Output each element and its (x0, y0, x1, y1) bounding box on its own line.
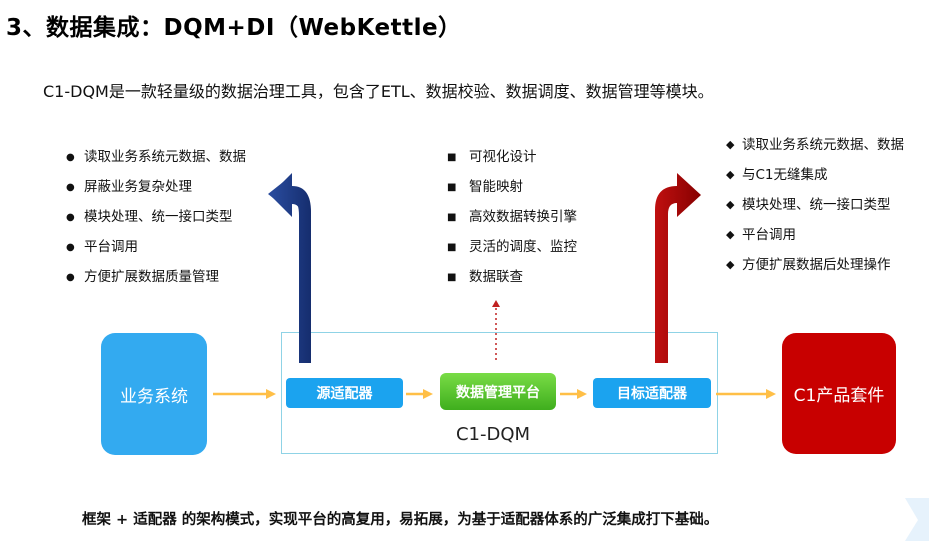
container-label: C1-DQM (455, 424, 531, 445)
data-management-platform-node: 数据管理平台 (440, 373, 556, 410)
source-adapter-features: 读取业务系统元数据、数据 屏蔽业务复杂处理 模块处理、统一接口类型 平台调用 方… (66, 142, 246, 292)
list-item: 数据联查 (447, 262, 577, 292)
list-item: 模块处理、统一接口类型 (726, 190, 904, 220)
list-item: 读取业务系统元数据、数据 (726, 130, 904, 160)
list-item: 智能映射 (447, 172, 577, 202)
target-adapter-up-arrow (655, 173, 701, 363)
list-item: 方便扩展数据后处理操作 (726, 250, 904, 280)
flow-arrows (213, 389, 776, 399)
business-system-node: 业务系统 (101, 333, 207, 455)
c1-product-suite-node: C1产品套件 (782, 333, 896, 454)
page-title: 3、数据集成：DQM+DI（WebKettle） (6, 15, 462, 41)
list-item: 模块处理、统一接口类型 (66, 202, 246, 232)
page-subtitle: C1-DQM是一款轻量级的数据治理工具，包含了ETL、数据校验、数据调度、数据管… (43, 82, 714, 101)
platform-dotted-arrow-head (492, 300, 500, 307)
corner-decoration (905, 498, 929, 541)
list-item: 方便扩展数据质量管理 (66, 262, 246, 292)
source-adapter-node: 源适配器 (286, 378, 403, 408)
target-adapter-node: 目标适配器 (593, 378, 711, 408)
list-item: 平台调用 (66, 232, 246, 262)
list-item: 可视化设计 (447, 142, 577, 172)
list-item: 读取业务系统元数据、数据 (66, 142, 246, 172)
list-item: 平台调用 (726, 220, 904, 250)
list-item: 与C1无缝集成 (726, 160, 904, 190)
list-item: 高效数据转换引擎 (447, 202, 577, 232)
footer-note: 框架 + 适配器 的架构模式，实现平台的高复用，易拓展，为基于适配器体系的广泛集… (82, 512, 719, 528)
target-adapter-features: 读取业务系统元数据、数据 与C1无缝集成 模块处理、统一接口类型 平台调用 方便… (726, 130, 904, 280)
list-item: 灵活的调度、监控 (447, 232, 577, 262)
source-adapter-up-arrow-main (270, 173, 311, 363)
list-item: 屏蔽业务复杂处理 (66, 172, 246, 202)
platform-features: 可视化设计 智能映射 高效数据转换引擎 灵活的调度、监控 数据联查 (447, 142, 577, 292)
